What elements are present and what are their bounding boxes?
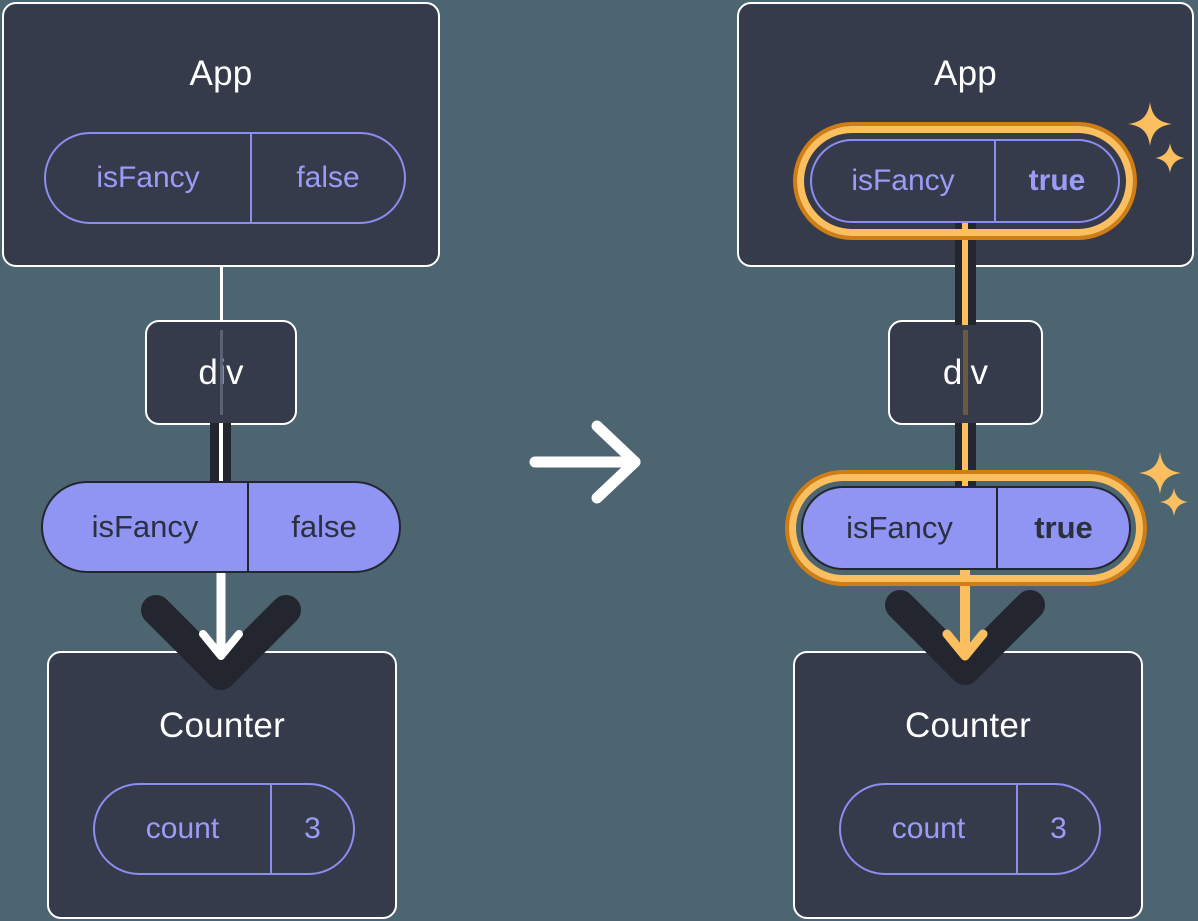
node-counter-right[interactable]: Counter count 3 [793, 651, 1143, 919]
connector-core-app-to-div-right [962, 215, 968, 325]
node-app-title-left: App [189, 54, 253, 93]
pill-key-right-count: count [891, 812, 966, 845]
sparkle-large-icon [1128, 102, 1172, 146]
highlight-ring-app-right [797, 126, 1133, 236]
pill-count-right[interactable]: count 3 [839, 783, 1101, 875]
pill-key-left-prop: isFancy [91, 509, 199, 544]
arrow-right-icon [529, 420, 641, 504]
pill-count-left[interactable]: count 3 [93, 783, 355, 875]
pill-value-left-count: 3 [270, 785, 353, 873]
node-counter-title-left: Counter [159, 706, 285, 745]
connector-core-div-to-pill-left [219, 423, 223, 493]
arrow-white-left [199, 562, 243, 660]
highlight-ring-prop-right [789, 474, 1143, 582]
node-app-left[interactable]: App isFancy false [2, 2, 440, 267]
sparkle-small-icon [1155, 143, 1185, 173]
pill-isfancy-prop-left[interactable]: isFancy false [41, 481, 401, 573]
pill-value-left-app: false [250, 134, 404, 222]
arrowhead-dark-left [141, 595, 301, 690]
arrowhead-dark-right [885, 590, 1045, 685]
node-counter-title-right: Counter [905, 706, 1031, 745]
node-app-title-right: App [934, 54, 997, 93]
sparkle-small-icon-2 [1159, 487, 1189, 517]
connector-app-to-div-left [220, 262, 223, 322]
pill-value-left-prop: false [247, 483, 399, 571]
pill-key-left-count: count [145, 812, 220, 845]
pill-isfancy-app-left[interactable]: isFancy false [44, 132, 406, 224]
connector-through-div-right [963, 330, 968, 415]
sparkle-large-icon-2 [1138, 451, 1182, 495]
connector-through-div-left [220, 330, 223, 415]
pill-value-right-count: 3 [1016, 785, 1099, 873]
pill-key-left-app: isFancy [96, 161, 200, 194]
connector-core-div-to-pill-right [962, 423, 968, 493]
